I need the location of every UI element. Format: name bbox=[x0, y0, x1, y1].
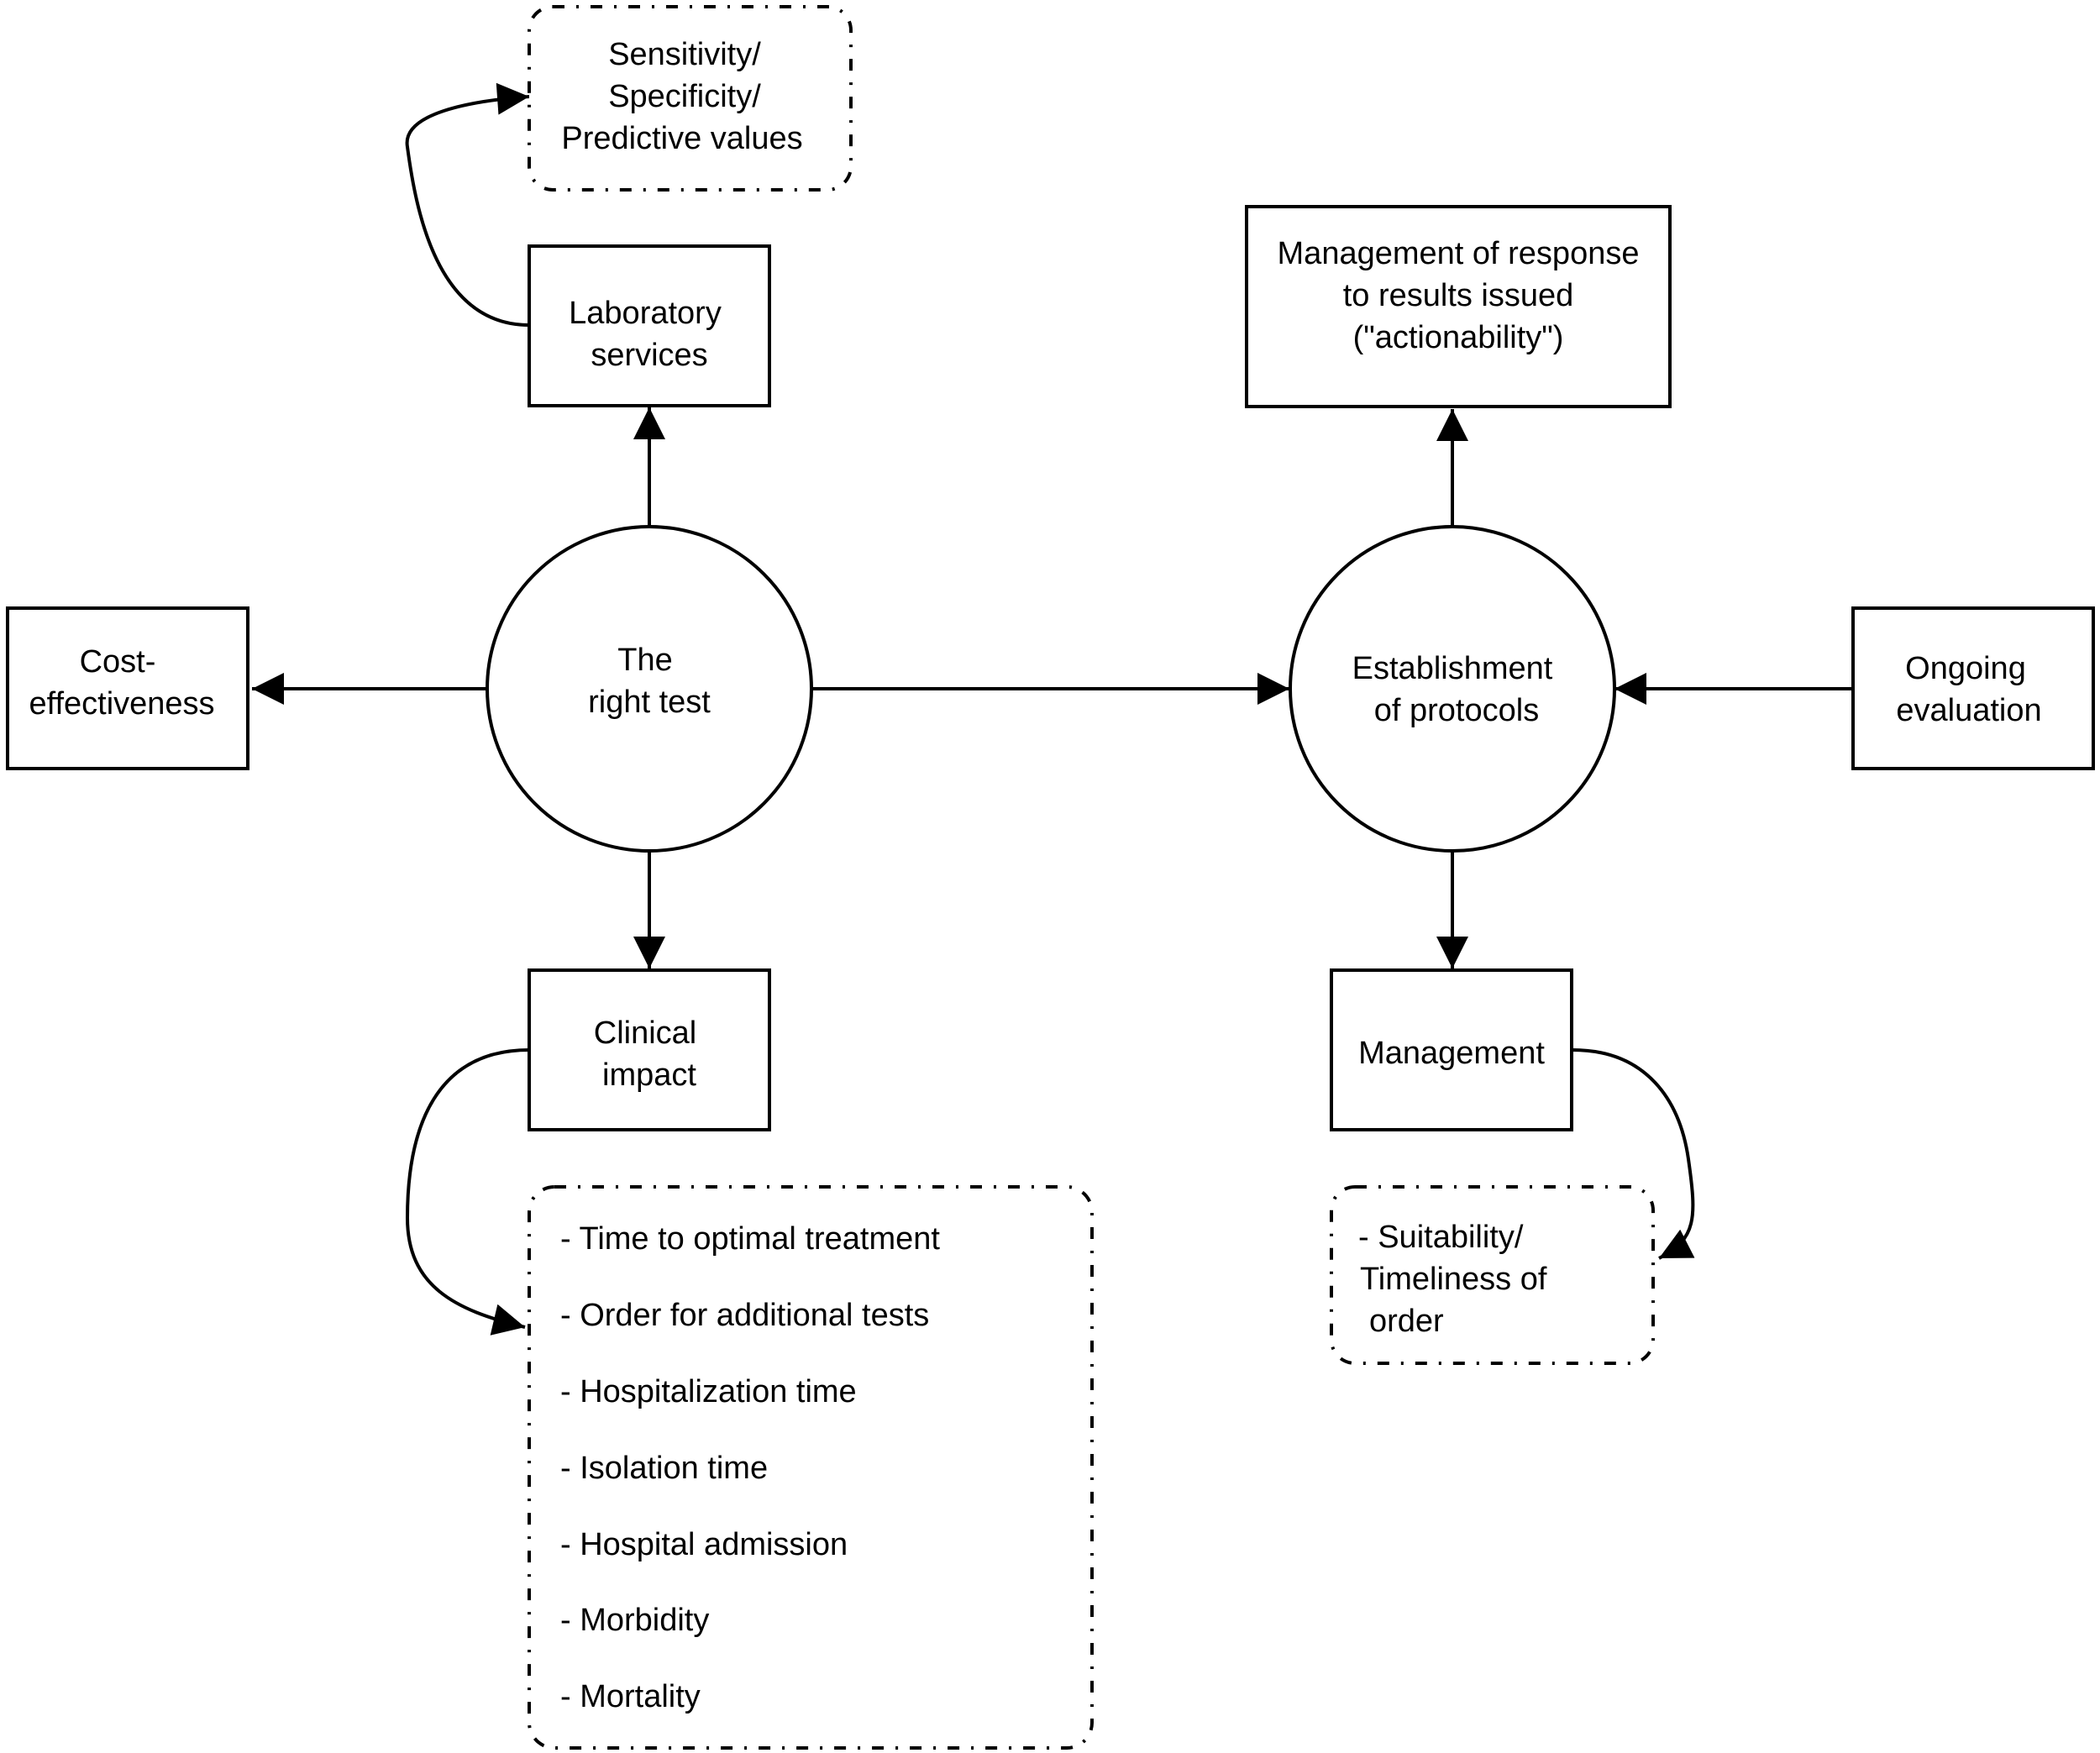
right-test-label-line-1: The bbox=[617, 643, 672, 678]
node-management-response: Management of response to results issued… bbox=[1245, 205, 1672, 408]
outcome-item: - Isolation time bbox=[560, 1451, 768, 1486]
edges bbox=[252, 82, 1853, 1336]
suitability-note-line-1: - Suitability/ bbox=[1358, 1220, 1524, 1255]
management-label: Management bbox=[1358, 1036, 1545, 1071]
edge-lab-services-to-sensitivity bbox=[405, 82, 530, 327]
lab-services-label-line-2: services bbox=[591, 338, 707, 373]
management-response-label-line-1: Management of response bbox=[1278, 236, 1640, 271]
protocols-label-line-1: Establishment bbox=[1352, 651, 1553, 686]
note-sensitivity: Sensitivity/ Specificity/ Predictive val… bbox=[528, 5, 853, 192]
right-test-circle bbox=[486, 525, 813, 853]
note-clinical-outcomes: - Time to optimal treatment - Order for … bbox=[528, 1185, 1094, 1750]
node-right-test: The right test bbox=[486, 525, 813, 853]
node-ongoing-evaluation: Ongoing evaluation bbox=[1851, 606, 2095, 770]
suitability-note-box bbox=[1330, 1185, 1655, 1365]
outcome-item: - Order for additional tests bbox=[560, 1298, 929, 1333]
cost-effectiveness-label-line-1: Cost- bbox=[80, 644, 156, 680]
suitability-note-line-3: order bbox=[1369, 1304, 1444, 1339]
outcome-item: - Morbidity bbox=[560, 1603, 709, 1638]
clinical-impact-label-line-2: impact bbox=[602, 1058, 696, 1093]
edge-clinical-impact-to-outcomes bbox=[405, 1048, 530, 1336]
management-response-label-line-3: ("actionability") bbox=[1353, 320, 1564, 355]
ongoing-evaluation-box bbox=[1851, 606, 2095, 770]
cost-effectiveness-label-line-2: effectiveness bbox=[29, 686, 214, 722]
protocols-label-line-2: of protocols bbox=[1374, 693, 1539, 728]
cost-effectiveness-box bbox=[6, 606, 249, 770]
lab-services-label-line-1: Laboratory bbox=[569, 296, 722, 331]
node-cost-effectiveness: Cost- effectiveness bbox=[6, 606, 249, 770]
sensitivity-note-line-1: Sensitivity/ bbox=[608, 37, 761, 72]
node-lab-services: Laboratory services bbox=[528, 244, 771, 407]
ongoing-evaluation-label-line-2: evaluation bbox=[1896, 693, 2041, 728]
suitability-note-line-2: Timeliness of bbox=[1360, 1262, 1547, 1297]
management-response-box bbox=[1245, 205, 1672, 408]
edge-management-to-suitability bbox=[1572, 1048, 1695, 1260]
ongoing-evaluation-label-line-1: Ongoing bbox=[1905, 651, 2026, 686]
node-protocols: Establishment of protocols bbox=[1289, 525, 1616, 853]
management-response-label-line-2: to results issued bbox=[1343, 278, 1574, 313]
outcome-item: - Mortality bbox=[560, 1679, 701, 1714]
node-management: Management bbox=[1330, 968, 1573, 1131]
lab-services-box bbox=[528, 244, 771, 407]
node-clinical-impact: Clinical impact bbox=[528, 968, 771, 1131]
clinical-impact-label-line-1: Clinical bbox=[594, 1016, 696, 1051]
note-suitability: - Suitability/ Timeliness of order bbox=[1330, 1185, 1655, 1365]
sensitivity-note-line-3: Predictive values bbox=[561, 121, 802, 156]
sensitivity-note-box bbox=[528, 5, 853, 192]
outcome-item: - Time to optimal treatment bbox=[560, 1221, 940, 1257]
management-box bbox=[1330, 968, 1573, 1131]
clinical-impact-box bbox=[528, 968, 771, 1131]
outcome-item: - Hospitalization time bbox=[560, 1374, 857, 1409]
outcome-item: - Hospital admission bbox=[560, 1527, 848, 1562]
protocols-circle bbox=[1289, 525, 1616, 853]
sensitivity-note-line-2: Specificity/ bbox=[608, 79, 761, 114]
right-test-label-line-2: right test bbox=[588, 685, 711, 720]
clinical-outcomes-note-box bbox=[528, 1185, 1094, 1750]
